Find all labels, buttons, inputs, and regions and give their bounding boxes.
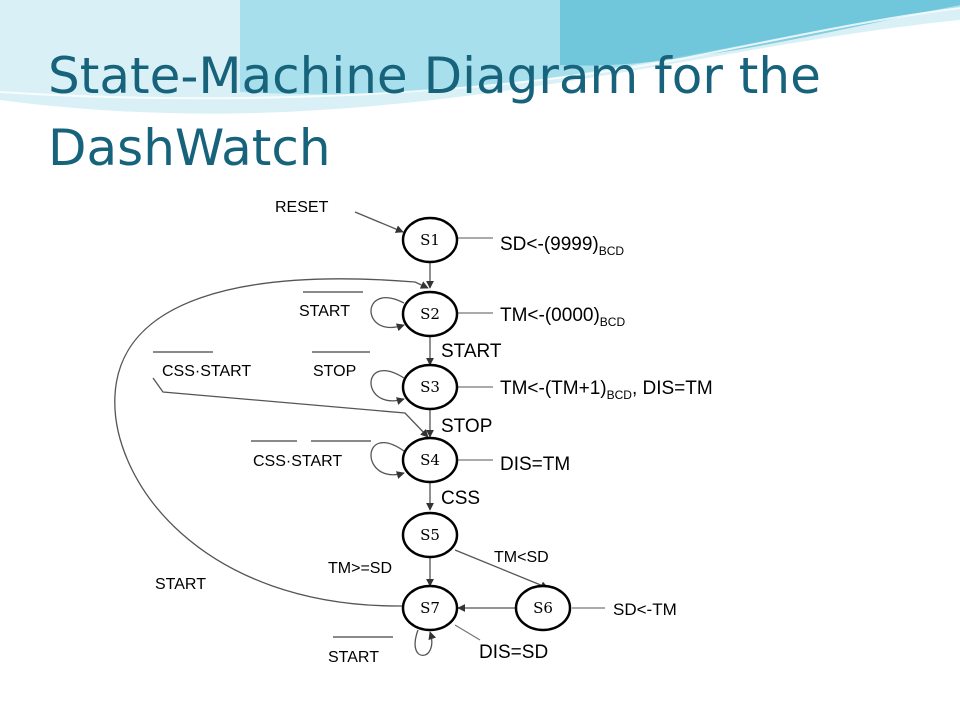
action-s4: DIS=TM	[500, 454, 570, 475]
state-s5	[401, 511, 459, 559]
label-s7-loop: START	[328, 649, 379, 666]
action-s3: TM<-(TM+1)BCD, DIS=TM	[500, 378, 713, 402]
state-s7	[401, 584, 459, 632]
action-s3-tail: , DIS=TM	[632, 378, 713, 399]
label-s5-s6: TM<SD	[494, 549, 549, 566]
slide-title: State-Machine Diagram for the DashWatch	[48, 40, 928, 184]
state-label-s2: S2	[420, 305, 440, 323]
header-wave-decoration	[0, 0, 960, 114]
action-s2-sub: BCD	[600, 315, 626, 329]
action-s2-main: TM<-(0000)	[500, 305, 600, 326]
action-s3-sub: BCD	[607, 388, 633, 402]
label-reset: RESET	[275, 199, 329, 216]
state-s1	[401, 216, 459, 264]
state-s4	[401, 436, 459, 484]
edge-reset-s1	[354, 211, 404, 233]
action-s1-sub: BCD	[599, 244, 625, 258]
label-css-start-to-s4: CSS·START	[162, 363, 251, 380]
wave-dark	[560, 0, 960, 66]
state-label-s4: S4	[420, 451, 440, 469]
edge-s7-s2	[114, 278, 429, 607]
edge-s5-s6	[454, 549, 549, 589]
action-line-s7	[454, 624, 481, 641]
edge-s3-loop	[370, 370, 405, 405]
state-label-s5: S5	[420, 526, 440, 544]
label-s5-s7: TM>=SD	[328, 560, 392, 577]
action-s6: SD<-TM	[613, 600, 677, 619]
edge-css-start-to-s4	[152, 377, 429, 438]
action-s3-main: TM<-(TM+1)	[500, 378, 607, 399]
state-s3	[401, 363, 459, 411]
label-s3-loop: STOP	[313, 363, 356, 380]
edge-s7-loop	[414, 629, 437, 656]
action-s1: SD<-(9999)BCD	[500, 234, 624, 258]
edge-s4-loop	[370, 442, 405, 479]
state-label-s6: S6	[533, 599, 553, 617]
title-line-2: DashWatch	[48, 119, 331, 177]
state-s2	[401, 290, 459, 338]
action-s1-main: SD<-(9999)	[500, 234, 599, 255]
action-s7: DIS=SD	[479, 642, 548, 663]
state-label-s1: S1	[420, 231, 440, 249]
label-s7-s2: START	[155, 576, 206, 593]
title-line-1: State-Machine Diagram for the	[48, 47, 821, 105]
wave-line	[0, 7, 960, 100]
label-s3-s4: STOP	[441, 416, 492, 437]
state-label-s3: S3	[420, 378, 440, 396]
action-s2: TM<-(0000)BCD	[500, 305, 625, 329]
edge-s2-loop	[370, 297, 405, 332]
state-s6	[514, 584, 572, 632]
label-s4-loop: CSS·START	[253, 453, 342, 470]
label-s4-s5: CSS	[441, 488, 480, 509]
state-label-s7: S7	[420, 599, 440, 617]
label-s2-loop: START	[299, 303, 350, 320]
label-s2-s3: START	[441, 341, 502, 362]
